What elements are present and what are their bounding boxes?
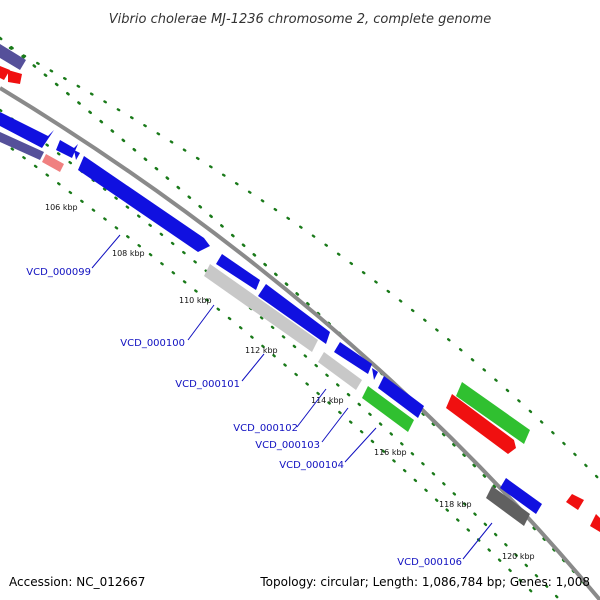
gene-feature-blue-9	[378, 376, 424, 418]
gene-feature-faded-blue-inner	[0, 132, 44, 160]
kbp-ticks: 106 kbp 108 kbp 110 kbp 112 kbp 114 kbp …	[45, 203, 535, 561]
reverse-strand-features	[0, 132, 530, 526]
gene-feature-blue-4	[78, 156, 210, 252]
gene-feature-red-inner	[446, 394, 516, 454]
gene-feature-faded-red-inner	[42, 154, 64, 172]
gene-feature-grey-1	[204, 264, 318, 352]
gene-labels: VCD_000099 VCD_000100 VCD_000101 VCD_000…	[26, 267, 462, 568]
gene-feature-faded-blue-top	[0, 44, 26, 70]
gene-feature-red-right-2	[590, 514, 600, 532]
gc-track-inner-1	[0, 108, 562, 600]
gene-feature-red-top-arrow	[8, 70, 22, 84]
gene-feature-green-1	[456, 382, 530, 444]
leader-line	[321, 407, 349, 443]
tick-label: 108 kbp	[112, 249, 145, 258]
leader-line	[462, 522, 493, 560]
leader-line	[344, 427, 377, 463]
gene-feature-blue-6	[258, 284, 330, 344]
tick-label: 118 kbp	[439, 500, 472, 509]
gene-feature-blue-7	[334, 342, 372, 374]
gene-label-vcd-000100[interactable]: VCD_000100	[120, 338, 185, 349]
gene-feature-red-top-left	[0, 66, 10, 80]
gene-label-vcd-000099[interactable]: VCD_000099	[26, 267, 91, 278]
gene-feature-blue-1	[0, 112, 54, 148]
leader-line	[187, 304, 215, 341]
leader-line	[241, 353, 265, 382]
map-title: Vibrio cholerae MJ-1236 chromosome 2, co…	[109, 12, 491, 27]
gene-feature-blue-10	[500, 478, 542, 514]
gene-feature-blue-3	[74, 150, 80, 160]
gene-feature-blue-8	[372, 368, 378, 380]
gene-label-leaders	[91, 234, 493, 560]
leader-line	[296, 388, 327, 428]
tick-label: 120 kbp	[502, 552, 535, 561]
forward-strand-features	[0, 44, 600, 532]
gene-label-vcd-000104[interactable]: VCD_000104	[279, 460, 344, 471]
gene-feature-dark-grey	[486, 486, 530, 526]
gene-label-vcd-000106[interactable]: VCD_000106	[397, 557, 462, 568]
gc-track-inner-2	[0, 138, 542, 600]
tick-label: 112 kbp	[245, 346, 278, 355]
tick-label: 110 kbp	[179, 296, 212, 305]
tick-label: 114 kbp	[311, 396, 344, 405]
gene-feature-green-2	[362, 386, 414, 432]
gene-feature-blue-5	[216, 254, 260, 290]
tick-label: 116 kbp	[374, 448, 407, 457]
gene-label-vcd-000101[interactable]: VCD_000101	[175, 379, 240, 390]
gene-feature-grey-2	[318, 352, 362, 390]
accession-text: Accession: NC_012667	[9, 575, 145, 589]
gene-feature-blue-2	[56, 140, 78, 158]
genome-summary-text: Topology: circular; Length: 1,086,784 bp…	[259, 575, 590, 589]
gene-label-vcd-000102[interactable]: VCD_000102	[233, 423, 298, 434]
tick-label: 106 kbp	[45, 203, 78, 212]
gene-label-vcd-000103[interactable]: VCD_000103	[255, 440, 320, 451]
leader-line	[91, 234, 121, 269]
gene-feature-red-right-1	[566, 494, 584, 510]
